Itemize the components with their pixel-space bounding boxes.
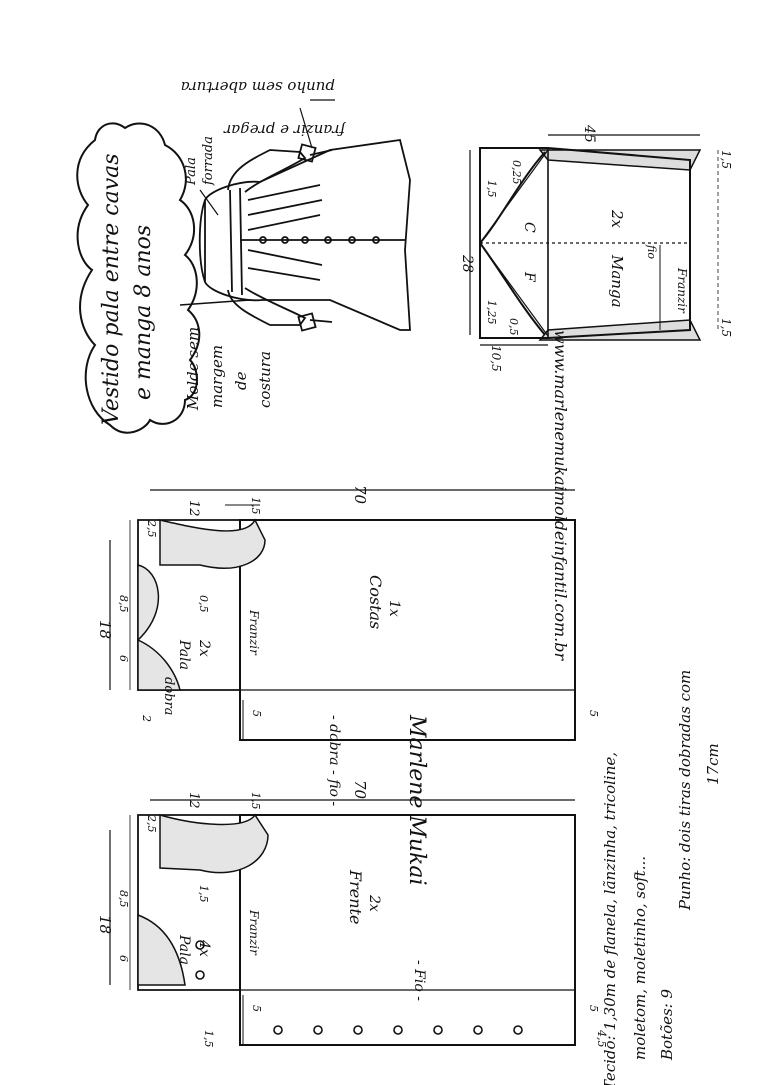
title-line1: Vestido pala entre cavas xyxy=(99,153,124,425)
back-dim-6: 6 xyxy=(117,655,130,662)
materials-line5: 17cm xyxy=(704,743,722,785)
back-dim-8-5: 8,5 xyxy=(117,595,130,613)
front-dim-70: 70 xyxy=(351,780,369,800)
front-qty: 2x xyxy=(366,894,382,912)
button-mark xyxy=(393,1025,403,1035)
note-line-2: margem xyxy=(208,345,226,408)
sleeve-m-1-5: 1,5 xyxy=(485,180,498,198)
materials-note: Tecido: 1,30m de flanela, lãnzinha, tric… xyxy=(601,670,722,1085)
back-label: Costas xyxy=(366,575,385,629)
button-dot xyxy=(348,236,356,244)
sleeve-dim-10-5: 10,5 xyxy=(489,345,503,372)
note-line-1: Molde sem xyxy=(184,327,202,411)
back-dobra-fio: - dobra - fio - xyxy=(326,715,342,806)
materials-line1: Tecido: 1,30m de flanela, lãnzinha, tric… xyxy=(601,752,619,1085)
sleeve-dim-28: 28 xyxy=(459,254,475,273)
back-dim-0-5: 0,5 xyxy=(197,595,210,613)
button-dot xyxy=(301,236,309,244)
pala-label: Pala xyxy=(184,157,199,186)
back-dim-5-left: 5 xyxy=(250,710,263,717)
sleeve-pattern xyxy=(469,134,719,346)
sleeve-dim-1-5-top: 1,5 xyxy=(719,150,733,169)
back-pala-qty: 2x xyxy=(196,639,212,657)
front-pattern xyxy=(109,799,576,1046)
button-mark xyxy=(433,1025,443,1035)
back-qty: 1x xyxy=(386,600,402,617)
button-dot xyxy=(259,236,267,244)
back-dim-2-5: 2,5 xyxy=(145,519,158,538)
back-dim-5-right: 5 xyxy=(587,710,600,717)
dress-illustration xyxy=(198,138,411,332)
back-franzir: Franzir xyxy=(247,609,261,656)
front-pala-qty: 4x xyxy=(196,939,212,957)
button-dot xyxy=(281,236,289,244)
title-line2: e manga 8 anos xyxy=(131,225,156,400)
sleeve-m-0-25: 0,25 xyxy=(510,160,523,185)
button-dot xyxy=(324,236,332,244)
front-dim-12: 12 xyxy=(186,792,201,809)
sleeve-label: Manga xyxy=(608,254,626,308)
button-mark xyxy=(513,1025,523,1035)
note-line-4: costura xyxy=(256,351,274,408)
materials-line3: Botões: 9 xyxy=(658,988,676,1061)
front-dim-5-left: 5 xyxy=(250,1005,263,1012)
front-dim-6: 6 xyxy=(117,955,130,962)
title-cloud: Vestido pala entre cavas e manga 8 anos xyxy=(76,122,201,434)
front-dim-1-5: 1,5 xyxy=(249,792,262,810)
sleeve-fio: fio xyxy=(645,244,658,259)
button-mark xyxy=(313,1025,323,1035)
materials-line4: Punho: dois tiras dobradas com xyxy=(676,670,694,911)
sleeve-m-0-5: 0,5 xyxy=(507,318,520,336)
sleeve-m-1-25: 1,25 xyxy=(485,300,498,325)
button-dot xyxy=(372,236,380,244)
front-dim-1-5-b: 1,5 xyxy=(197,885,210,903)
front-dim-5-right: 5 xyxy=(587,1005,600,1012)
back-dim-1-5: 1,5 xyxy=(249,497,262,515)
note-line-3: de xyxy=(232,371,250,390)
front-dim-4-5: 4,5 xyxy=(595,1029,608,1048)
front-dim-2-5: 2,5 xyxy=(145,814,158,833)
sleeve-dim-45: 45 xyxy=(581,124,597,143)
sleeve-f: F xyxy=(521,271,537,283)
front-label: Frente xyxy=(346,869,365,924)
franzir-label: franzir e pregar xyxy=(223,121,346,139)
button-mark xyxy=(473,1025,483,1035)
back-pala-label: Pala xyxy=(176,639,192,670)
front-dim-8-5: 8,5 xyxy=(117,890,130,908)
back-dim-18: 18 xyxy=(96,620,114,639)
website-url: www.marlenemukaimoldeinfantil.com.br xyxy=(551,330,570,661)
punho-label: punho sem abertura xyxy=(181,78,335,96)
button-mark xyxy=(195,970,205,980)
button-mark xyxy=(195,940,205,950)
back-dim-70: 70 xyxy=(351,485,369,505)
front-pala-label: Pala xyxy=(176,934,192,965)
front-fio: - Fio - xyxy=(411,960,427,1001)
sleeve-franzir: Franzir xyxy=(675,267,689,314)
back-dobra-label: dobra xyxy=(161,677,176,715)
back-dim-2: 2 xyxy=(140,714,153,722)
forrada-label: forrada xyxy=(201,136,216,186)
button-mark xyxy=(273,1025,283,1035)
back-dim-12: 12 xyxy=(186,500,201,517)
button-mark xyxy=(353,1025,363,1035)
front-franzir: Franzir xyxy=(247,909,261,956)
sleeve-dim-1-5-bottom: 1,5 xyxy=(719,318,733,337)
back-pattern xyxy=(109,489,576,741)
sleeve-c: C xyxy=(521,222,537,233)
no-seam-note: Molde sem margem de costura xyxy=(179,299,274,411)
materials-line2: moletom, moletinho, soft... xyxy=(631,856,649,1060)
sleeve-qty: 2x xyxy=(608,209,626,229)
front-dim-1-5-side: 1,5 xyxy=(202,1030,215,1048)
front-dim-18: 18 xyxy=(96,915,114,934)
